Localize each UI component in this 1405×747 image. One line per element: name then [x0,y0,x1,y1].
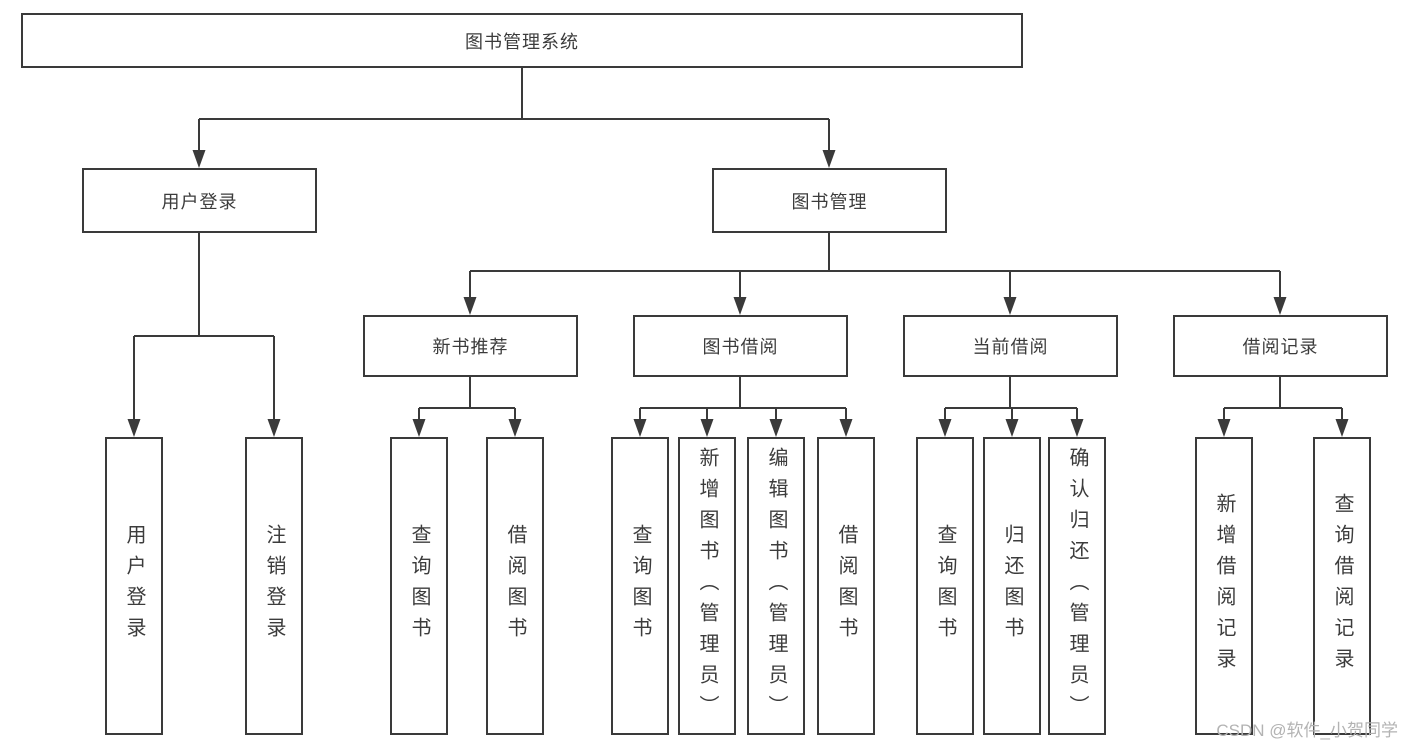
node-borrow-records-label: 借阅记录 [1242,337,1319,357]
node-library-system: 图书管理系统 [21,13,1023,68]
leaf-return-books-label: 归还图书 [1001,524,1023,648]
node-current-borrow-label: 当前借阅 [972,337,1049,357]
leaf-query-borrow-record-label: 查询借阅记录 [1331,493,1353,679]
leaf-query-books-recommend: 查询图书 [390,437,448,735]
leaf-logout-label: 注销登录 [263,524,285,648]
node-current-borrow: 当前借阅 [903,315,1118,377]
leaf-borrow-books-recommend-label: 借阅图书 [504,524,526,648]
node-borrow-records: 借阅记录 [1173,315,1388,377]
node-book-management: 图书管理 [712,168,947,233]
node-book-borrow-label: 图书借阅 [702,337,779,357]
leaf-borrow-books-label: 借阅图书 [835,524,857,648]
node-user-login-label: 用户登录 [161,191,238,212]
node-book-management-label: 图书管理 [791,191,868,212]
leaf-add-borrow-record: 新增借阅记录 [1195,437,1253,735]
leaf-logout: 注销登录 [245,437,303,735]
node-user-login: 用户登录 [82,168,317,233]
leaf-user-login-label: 用户登录 [123,524,145,648]
leaf-query-books-current-label: 查询图书 [934,524,956,648]
leaf-query-books-recommend-label: 查询图书 [408,524,430,648]
arrowheads [127,150,1349,437]
node-library-system-label: 图书管理系统 [465,31,579,52]
leaf-add-books-admin-label: 新增图书（管理员） [696,446,718,726]
leaf-add-borrow-record-label: 新增借阅记录 [1213,493,1235,679]
node-new-book-recommend-label: 新书推荐 [432,337,509,357]
leaf-edit-books-admin-label: 编辑图书（管理员） [765,446,787,726]
leaf-return-books: 归还图书 [983,437,1041,735]
leaf-add-books-admin: 新增图书（管理员） [678,437,736,735]
leaf-confirm-return-admin: 确认归还（管理员） [1048,437,1106,735]
leaf-query-books-borrow-label: 查询图书 [629,524,651,648]
connector-strokes [133,68,1343,421]
leaf-user-login: 用户登录 [105,437,163,735]
leaf-borrow-books: 借阅图书 [817,437,875,735]
csdn-watermark: CSDN @软件_小贺同学 [1216,721,1398,740]
leaf-edit-books-admin: 编辑图书（管理员） [747,437,805,735]
leaf-query-books-borrow: 查询图书 [611,437,669,735]
leaf-borrow-books-recommend: 借阅图书 [486,437,544,735]
node-new-book-recommend: 新书推荐 [363,315,578,377]
leaf-query-borrow-record: 查询借阅记录 [1313,437,1371,735]
leaf-confirm-return-admin-label: 确认归还（管理员） [1066,446,1088,726]
node-book-borrow: 图书借阅 [633,315,848,377]
leaf-query-books-current: 查询图书 [916,437,974,735]
